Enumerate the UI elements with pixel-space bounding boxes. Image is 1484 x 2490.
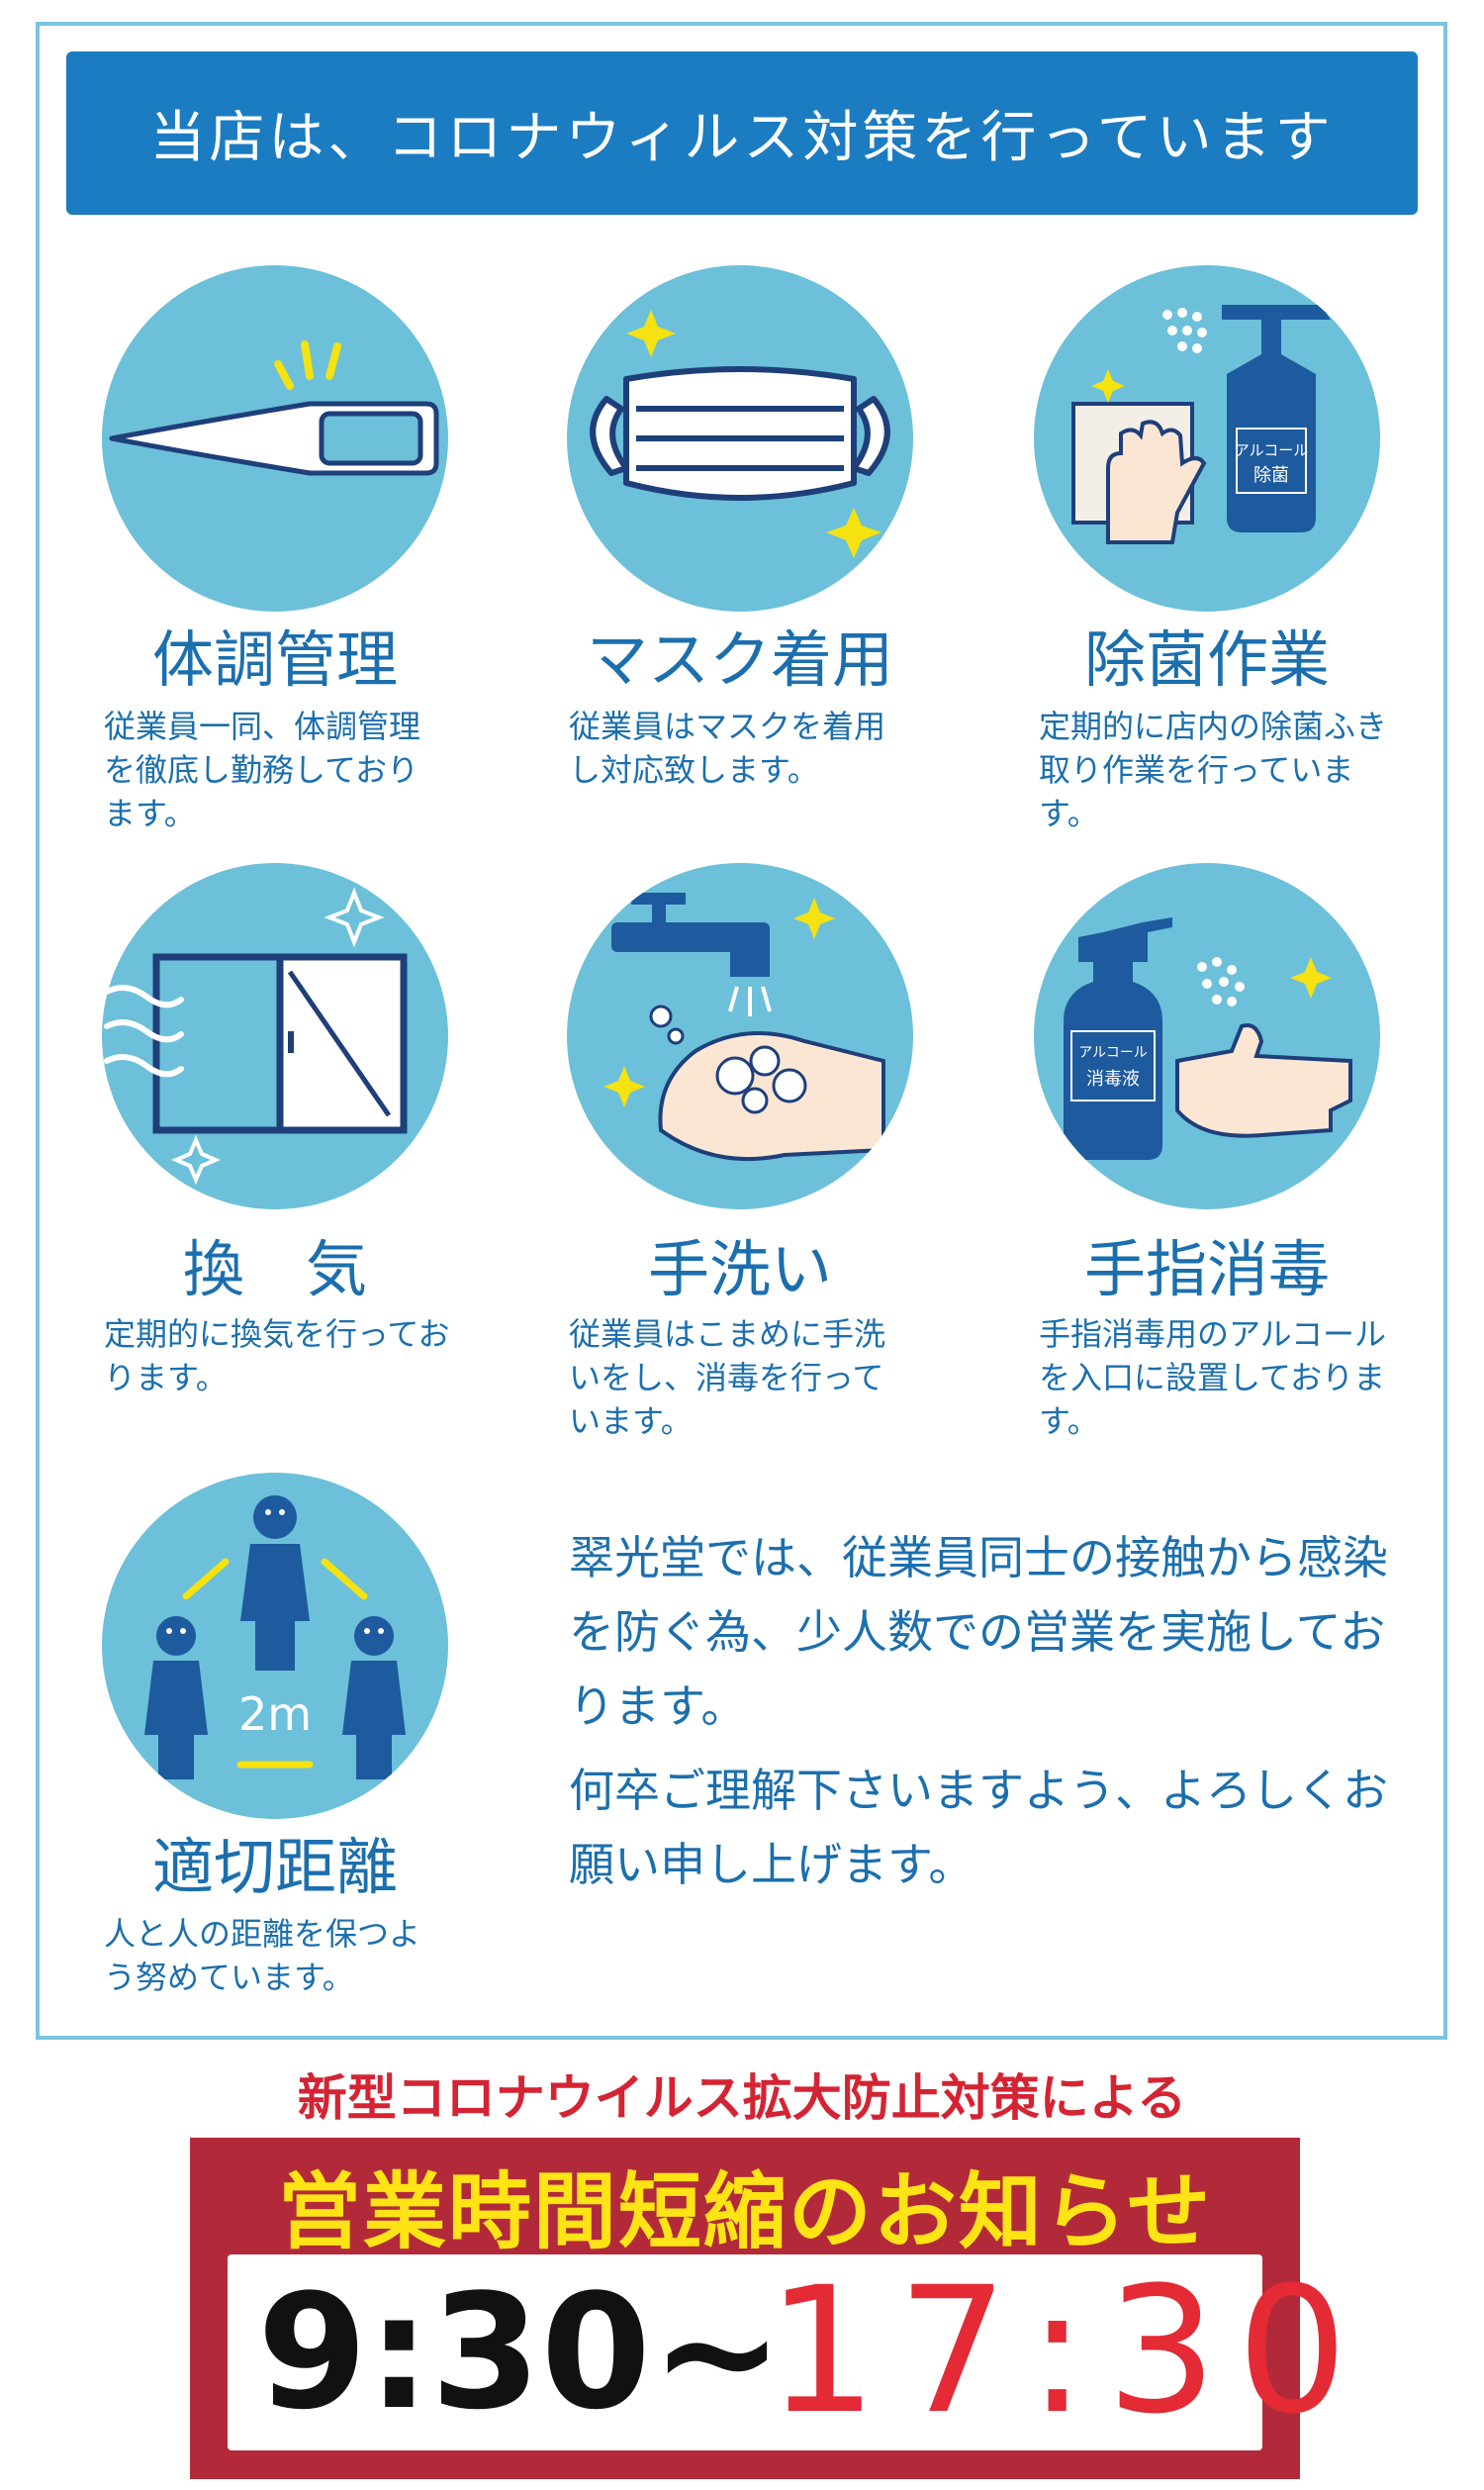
alcohol-label: アルコール <box>1078 1045 1148 1061</box>
sanitizer-label: 消毒液 <box>1086 1069 1140 1090</box>
hand-washing-icon <box>567 863 913 1209</box>
time-start: 9:30~ <box>257 2259 785 2444</box>
distance-label: 2m <box>238 1687 312 1741</box>
item-description: 従業員はマスクを着用し対応致します。 <box>569 708 886 789</box>
item-title: 除菌作業 <box>1083 623 1330 696</box>
item-title: 換 気 <box>182 1233 367 1305</box>
item-description: 従業員一同、体調管理を徹底し勤務しております。 <box>104 708 421 832</box>
item-title: 適切距離 <box>151 1831 398 1903</box>
item-description: 人と人の距離を保つよう努めています。 <box>104 1915 421 1996</box>
notice-subtitle: 新型コロナウイルス拡大防止対策による <box>297 2069 1187 2127</box>
hours-box: 9:30~ 17:30 <box>228 2254 1347 2450</box>
item-title: 手洗い <box>647 1233 832 1305</box>
staff-message: 翠光堂では、従業員同士の接触から感染を防ぐ為、少人数での営業を実施しております。 <box>569 1531 1388 1733</box>
mask-icon <box>567 265 913 612</box>
time-end: 17:30 <box>767 2250 1368 2452</box>
sanitizing-spray-icon: アルコール 除菌 <box>1034 265 1380 612</box>
closing-message: 何卒ご理解下さいますよう、よろしくお願い申し上げます。 <box>569 1764 1388 1891</box>
item-description: 定期的に換気を行っております。 <box>104 1315 450 1396</box>
notice-title: 営業時間短縮のお知らせ <box>277 2163 1213 2260</box>
hand-sanitizer-icon: アルコール 消毒液 <box>1034 863 1380 1209</box>
thermometer-icon <box>102 265 448 612</box>
page-title: 当店は、コロナウィルス対策を行っています <box>66 51 1418 215</box>
hours-banner: 営業時間短縮のお知らせ 9:30~ 17:30 <box>190 2138 1347 2479</box>
notice-frame <box>36 22 1447 2040</box>
social-distance-icon: 2m <box>102 1473 448 1819</box>
item-title: 体調管理 <box>151 623 398 696</box>
item-description: 手指消毒用のアルコールを入口に設置しております。 <box>1039 1315 1387 1440</box>
item-title: マスク着用 <box>586 623 893 696</box>
window-ventilation-icon <box>102 863 448 1209</box>
item-title: 手指消毒 <box>1083 1233 1330 1305</box>
item-description: 従業員はこまめに手洗いをし、消毒を行っています。 <box>569 1315 886 1440</box>
alcohol-label: アルコール <box>1235 441 1309 459</box>
alcohol-label: 除菌 <box>1253 465 1289 486</box>
item-description: 定期的に店内の除菌ふき取り作業を行っています。 <box>1039 708 1388 832</box>
